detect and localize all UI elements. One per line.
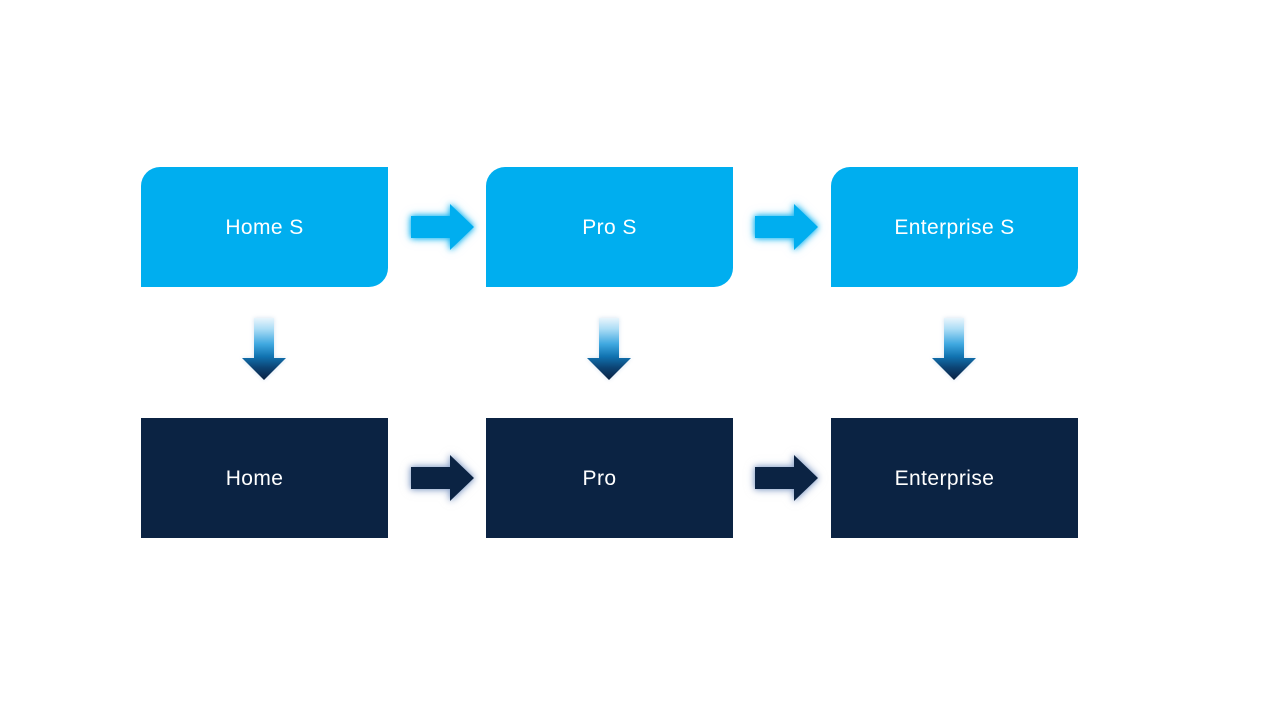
right-arrow-icon [755, 454, 819, 502]
node-label: Enterprise [894, 466, 995, 490]
node-pro-s: Pro S [486, 167, 733, 287]
node-label: Home [225, 466, 284, 490]
node-home-s: Home S [141, 167, 388, 287]
right-arrow-icon [755, 203, 819, 251]
node-enterprise: Enterprise [831, 418, 1078, 538]
node-home: Home [141, 418, 388, 538]
node-pro: Pro [486, 418, 733, 538]
node-enterprise-s: Enterprise S [831, 167, 1078, 287]
node-label: Enterprise S [894, 215, 1015, 239]
right-arrow-icon [411, 203, 475, 251]
node-label: Home S [225, 215, 304, 239]
node-label: Pro S [582, 215, 637, 239]
right-arrow-icon [411, 454, 475, 502]
node-label: Pro [582, 466, 617, 490]
down-arrow-icon [242, 318, 286, 380]
down-arrow-icon [932, 318, 976, 380]
down-arrow-icon [587, 318, 631, 380]
